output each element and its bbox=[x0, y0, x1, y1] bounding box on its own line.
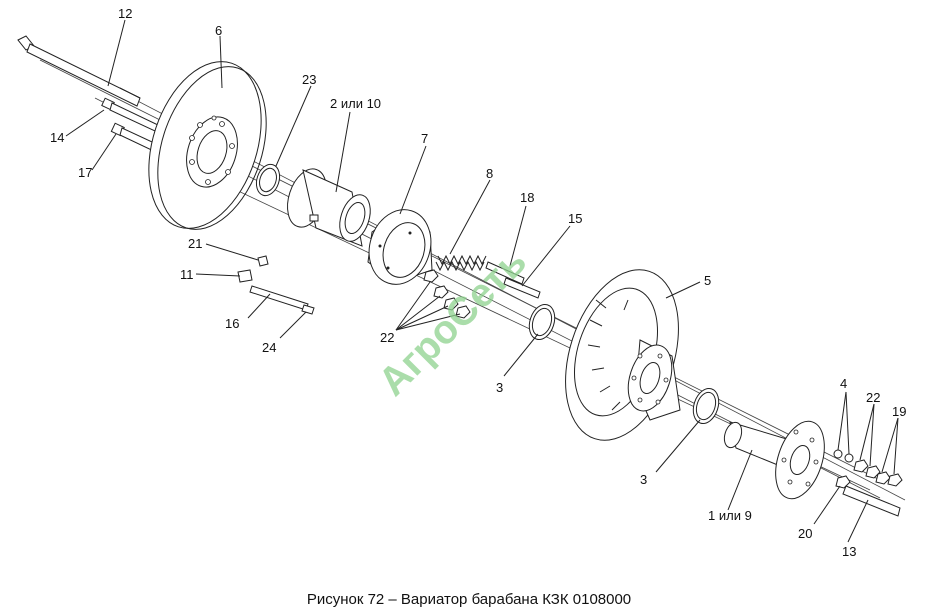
leader-lines bbox=[65, 19, 899, 543]
callout-18: 18 bbox=[520, 190, 534, 205]
callout-17: 17 bbox=[78, 165, 92, 180]
callout-21: 21 bbox=[188, 236, 202, 251]
part-13-pin bbox=[842, 485, 901, 517]
callout-16: 16 bbox=[225, 316, 239, 331]
callout-24: 24 bbox=[262, 340, 276, 355]
part-24-tip bbox=[301, 304, 315, 315]
part-18-pin bbox=[485, 261, 525, 285]
part-22-nuts-set-a bbox=[423, 269, 471, 319]
callout-19: 19 bbox=[892, 404, 906, 419]
part-6-large-disc bbox=[148, 61, 267, 230]
callout-5: 5 bbox=[704, 273, 711, 288]
part-21-grease-fitting bbox=[257, 255, 269, 267]
callout-22-b: 22 bbox=[866, 390, 880, 405]
part-8-spring bbox=[435, 254, 487, 272]
part-23-ring bbox=[255, 163, 281, 197]
callout-1-or-9: 1 или 9 bbox=[708, 508, 752, 523]
callout-6: 6 bbox=[215, 23, 222, 38]
callout-labels: 12 6 23 2 или 10 14 17 7 8 18 15 21 11 1… bbox=[50, 6, 906, 559]
figure-caption: Рисунок 72 – Вариатор барабана КЗК 01080… bbox=[307, 591, 631, 608]
callout-12: 12 bbox=[118, 6, 132, 21]
part-5-pulley-disc bbox=[565, 269, 681, 441]
callout-7: 7 bbox=[421, 131, 428, 146]
callout-20: 20 bbox=[798, 526, 812, 541]
part-12-long-bolt bbox=[17, 35, 141, 107]
callout-3-a: 3 bbox=[496, 380, 503, 395]
part-22-nuts-set-b bbox=[853, 459, 881, 479]
part-7-cup bbox=[367, 209, 433, 285]
part-1-or-9-shaft-hub bbox=[723, 420, 825, 500]
part-20-nut bbox=[835, 475, 851, 489]
callout-11: 11 bbox=[180, 267, 194, 282]
part-4-washers bbox=[833, 449, 854, 463]
part-11-fitting bbox=[237, 269, 253, 283]
callout-14: 14 bbox=[50, 130, 64, 145]
callout-3-b: 3 bbox=[640, 472, 647, 487]
part-3-ring-a bbox=[528, 303, 556, 341]
part-15-pin bbox=[503, 277, 541, 299]
callout-23: 23 bbox=[302, 72, 316, 87]
callout-15: 15 bbox=[568, 211, 582, 226]
callout-8: 8 bbox=[486, 166, 493, 181]
part-3-ring-b bbox=[692, 387, 720, 425]
part-19-bolts bbox=[875, 471, 903, 487]
callout-2-or-10: 2 или 10 bbox=[330, 96, 381, 111]
callout-13: 13 bbox=[842, 544, 856, 559]
callout-22-a: 22 bbox=[380, 330, 394, 345]
part-2-or-10-hub bbox=[287, 168, 371, 247]
callout-4: 4 bbox=[840, 376, 847, 391]
